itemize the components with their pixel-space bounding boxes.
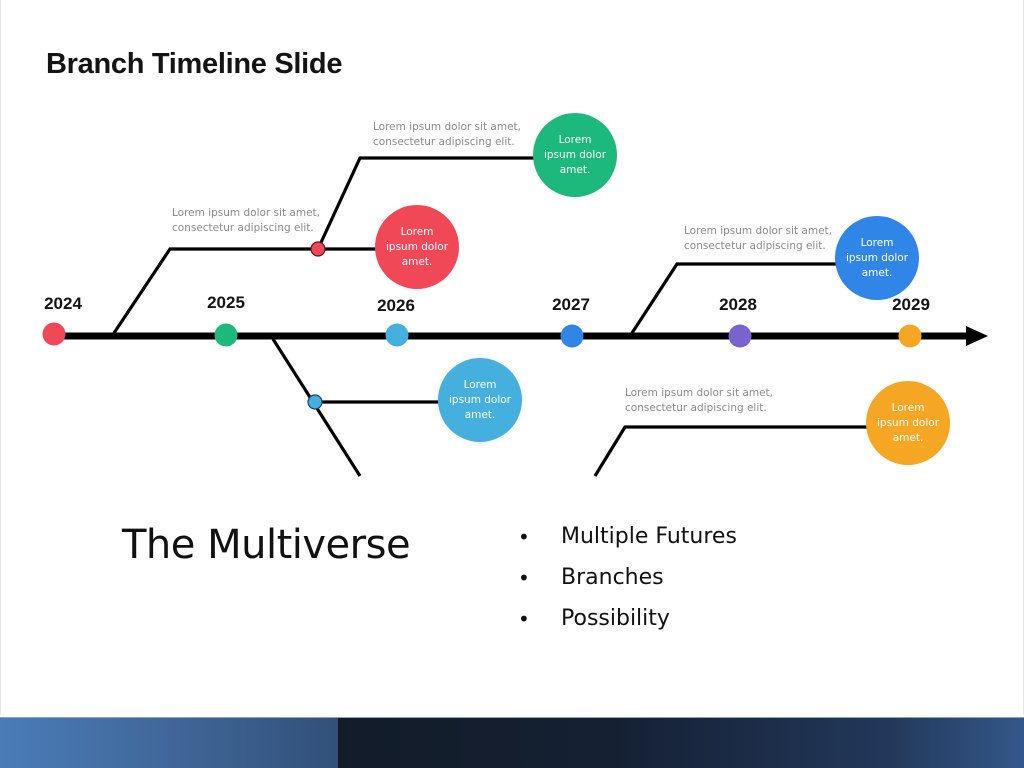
footer-band	[0, 717, 1024, 768]
year-dot-2029	[898, 324, 922, 348]
bubble-text: Lorem ipsum dolor amet.	[448, 378, 512, 421]
bubble-orange: Lorem ipsum dolor amet.	[866, 381, 950, 465]
description-line: consectetur adipiscing elit.	[172, 222, 314, 234]
bullet-list: Multiple Futures Branches Possibility	[518, 518, 737, 641]
branch-lower-right	[593, 425, 870, 477]
arrow-head-icon	[966, 326, 988, 346]
branch-description-orange: Lorem ipsum dolor sit amet, consectetur …	[625, 386, 773, 416]
year-label-2028: 2028	[719, 295, 757, 314]
year-dot-2026	[385, 323, 409, 347]
year-dot-2025	[214, 323, 238, 347]
year-dot-2024	[42, 322, 66, 346]
bubble-lightblue: Lorem ipsum dolor amet.	[438, 358, 522, 442]
bubble-blue: Lorem ipsum dolor amet.	[835, 216, 919, 300]
diagram-title: Branch Timeline Slide	[46, 48, 343, 80]
bubble-red: Lorem ipsum dolor amet.	[375, 205, 459, 289]
description-line: consectetur adipiscing elit.	[625, 402, 767, 414]
branch-upper-green	[316, 156, 540, 250]
slide-title: The Multiverse	[122, 522, 411, 568]
year-label-2029: 2029	[892, 295, 930, 314]
year-label-2025: 2025	[207, 293, 245, 312]
junction-dot-lightblue	[307, 394, 323, 410]
branch-description-red: Lorem ipsum dolor sit amet, consectetur …	[172, 206, 320, 236]
timeline-diagram	[42, 156, 988, 477]
bubble-text: Lorem ipsum dolor amet.	[543, 133, 607, 176]
description-line: Lorem ipsum dolor sit amet,	[684, 225, 832, 237]
junction-dot-red	[310, 241, 326, 257]
description-line: Lorem ipsum dolor sit amet,	[625, 387, 773, 399]
bullet-item: Possibility	[518, 600, 737, 641]
description-line: consectetur adipiscing elit.	[373, 136, 515, 148]
bubble-green: Lorem ipsum dolor amet.	[533, 113, 617, 197]
branch-description-blue: Lorem ipsum dolor sit amet, consectetur …	[684, 224, 832, 254]
bullet-item: Branches	[518, 559, 737, 600]
branch-description-green: Lorem ipsum dolor sit amet, consectetur …	[373, 120, 521, 150]
description-line: Lorem ipsum dolor sit amet,	[373, 121, 521, 133]
footer-right-block	[338, 718, 1024, 768]
year-dot-2027	[560, 324, 584, 348]
description-line: consectetur adipiscing elit.	[684, 240, 826, 252]
branch-upper-right	[630, 262, 840, 334]
year-dot-2028	[728, 324, 752, 348]
bubble-text: Lorem ipsum dolor amet.	[385, 225, 449, 268]
branch-upper-left	[112, 247, 380, 334]
year-label-2026: 2026	[377, 296, 415, 315]
bubble-text: Lorem ipsum dolor amet.	[845, 236, 909, 279]
footer-left-block	[0, 718, 338, 768]
bullet-item: Multiple Futures	[518, 518, 737, 559]
year-label-2024: 2024	[44, 294, 82, 313]
bubble-text: Lorem ipsum dolor amet.	[876, 401, 940, 444]
description-line: Lorem ipsum dolor sit amet,	[172, 207, 320, 219]
year-label-2027: 2027	[552, 295, 590, 314]
